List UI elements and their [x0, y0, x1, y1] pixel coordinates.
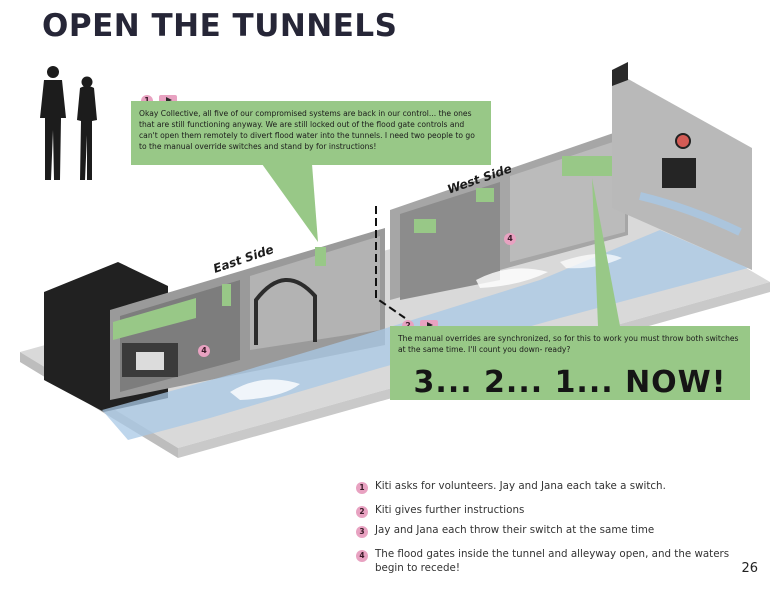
- page-number: 26: [741, 561, 758, 576]
- callout-1-play-icon[interactable]: [159, 95, 177, 106]
- countdown-text: 3... 2... 1... NOW!: [413, 365, 727, 400]
- step-number-badge: 2: [356, 506, 368, 518]
- step-number-badge: 3: [356, 526, 368, 538]
- switch-marker-east: 4: [198, 345, 210, 357]
- step-number-badge: 4: [356, 550, 368, 562]
- callout-1-pointer: [262, 164, 318, 242]
- callout-1: Okay Collective, all five of our comprom…: [131, 101, 491, 165]
- step-text: Jay and Jana each throw their switch at …: [375, 524, 655, 536]
- callout-2-pointer: [592, 178, 620, 326]
- callout-2-text: The manual overrides are synchronized, s…: [398, 334, 739, 354]
- divider-line: [375, 206, 406, 319]
- step-text: Kiti asks for volunteers. Jay and Jana e…: [375, 480, 666, 492]
- human-silhouettes: [40, 66, 97, 180]
- callout-1-text: Okay Collective, all five of our comprom…: [139, 109, 475, 151]
- callout-2-play-icon[interactable]: [420, 320, 438, 331]
- callout-2: The manual overrides are synchronized, s…: [390, 326, 750, 400]
- switch-marker-west: 4: [504, 233, 516, 245]
- step-number-badge: 1: [356, 482, 368, 494]
- page-title: OPEN THE TUNNELS: [42, 8, 398, 44]
- step-text: The flood gates inside the tunnel and al…: [375, 548, 730, 574]
- step-text: Kiti gives further instructions: [375, 504, 525, 516]
